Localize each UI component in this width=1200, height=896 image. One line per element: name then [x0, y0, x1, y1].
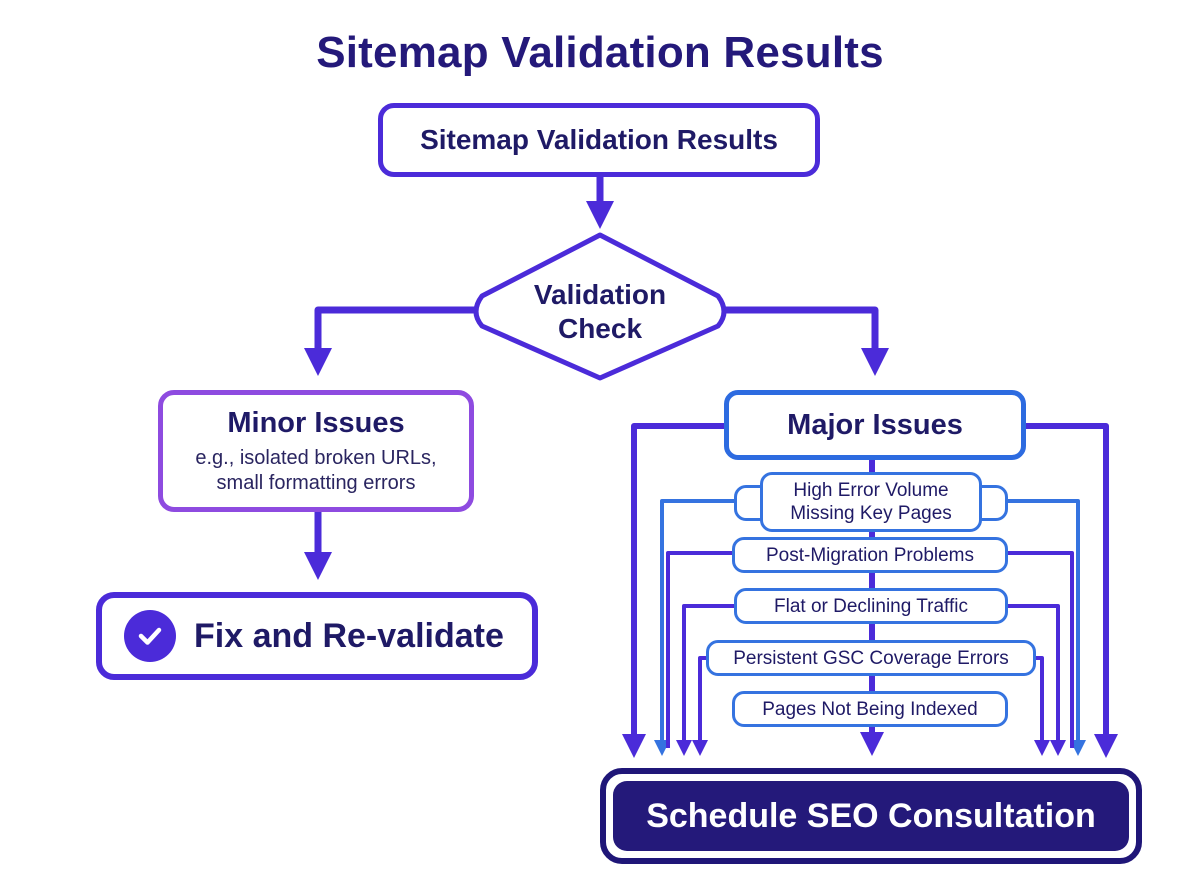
start-node: Sitemap Validation Results [378, 103, 820, 177]
major-item-label: Persistent GSC Coverage Errors [733, 647, 1009, 669]
arrow-item3-right [1008, 604, 1066, 756]
arrow-major-left-outer [622, 423, 724, 758]
consultation-node: Schedule SEO Consultation [600, 768, 1142, 864]
arrow-item1-left [654, 499, 734, 756]
arrow-major-right-outer [1026, 423, 1118, 758]
arrow-item2-right [1008, 551, 1074, 748]
fix-label: Fix and Re-validate [194, 616, 504, 655]
decision-label: Validation Check [500, 272, 700, 352]
major-item-label: Missing Key Pages [790, 503, 952, 524]
arrow-item1-right [1008, 499, 1086, 756]
major-item-4: Persistent GSC Coverage Errors [706, 640, 1036, 676]
consultation-label: Schedule SEO Consultation [613, 781, 1129, 851]
major-item-label: High Error Volume [793, 480, 949, 501]
minor-issues-title: Minor Issues [227, 406, 405, 439]
arrow-item2-left [666, 551, 732, 748]
major-item-1: High Error Volume Missing Key Pages [760, 472, 982, 532]
decision-diamond [473, 232, 727, 381]
minor-issues-description-2: small formatting errors [216, 471, 416, 494]
major-item-label: Pages Not Being Indexed [762, 698, 978, 720]
minor-issues-node: Minor Issues e.g., isolated broken URLs,… [158, 390, 474, 512]
arrow-item3-left [676, 604, 734, 756]
major-item-2: Post-Migration Problems [732, 537, 1008, 573]
fix-node: Fix and Re-validate [96, 592, 538, 680]
check-circle-icon [124, 610, 176, 662]
major-item-label: Flat or Declining Traffic [774, 595, 968, 617]
decision-text: Validation Check [533, 279, 667, 344]
major-item-label: Post-Migration Problems [765, 544, 975, 566]
arrow-item4-right [1034, 656, 1050, 756]
arrow-check-to-minor [304, 306, 475, 376]
page-title: Sitemap Validation Results [316, 28, 884, 77]
major-item-5: Pages Not Being Indexed [732, 691, 1008, 727]
major-issues-node: Major Issues [724, 390, 1026, 460]
major-item-3: Flat or Declining Traffic [734, 588, 1008, 624]
arrow-check-to-major [725, 306, 889, 376]
arrow-item4-left [692, 656, 708, 756]
minor-issues-description-1: e.g., isolated broken URLs, [195, 446, 437, 469]
